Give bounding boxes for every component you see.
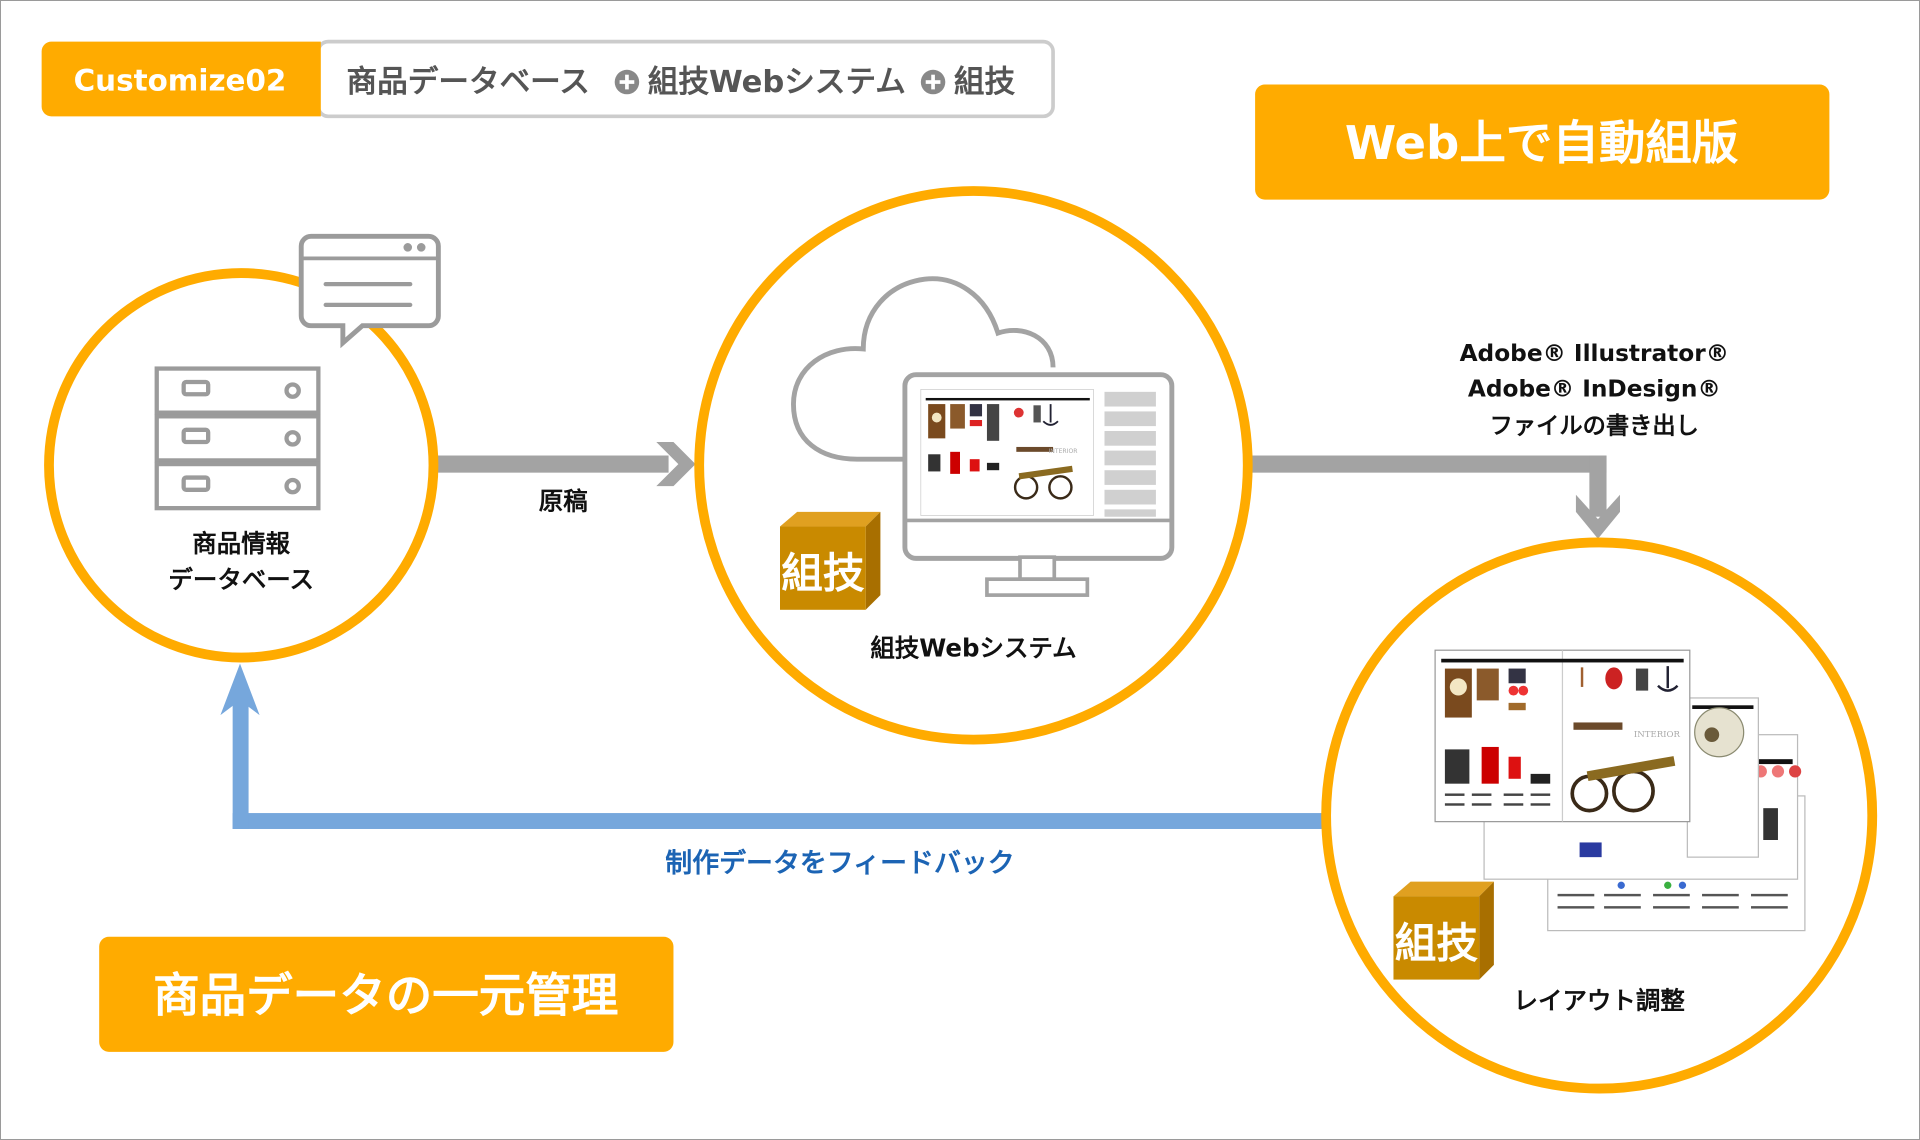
arrow-export xyxy=(1251,455,1620,539)
arrow-manuscript xyxy=(435,442,696,487)
callout-auto-typesetting-text: Web上で自動組版 xyxy=(1345,116,1739,170)
cube-char-2: 技 xyxy=(823,549,865,598)
kumiwaza-cube-logo: 組 技 xyxy=(780,511,881,610)
arrow-feedback xyxy=(220,663,1329,829)
cube-char-1: 組 xyxy=(1395,919,1437,968)
header-item-web-system: 組技Webシステム xyxy=(648,65,906,100)
export-label-file-export: ファイルの書き出し xyxy=(1490,412,1699,439)
export-label-illustrator: Adobe® Illustrator® xyxy=(1460,340,1729,367)
screen-catalog-preview: INTERIOR xyxy=(920,389,1156,517)
header-tag-bg xyxy=(41,41,321,117)
header-bar: Customize02 商品データベース 組技Webシステム 組技 xyxy=(41,39,1055,119)
catalog-pages-icon: INTERIOR xyxy=(1434,649,1806,932)
header-item-kumiwaza: 組技 xyxy=(954,65,1016,100)
callout-centralized-management-text: 商品データの一元管理 xyxy=(153,968,618,1022)
plus-circle-icon xyxy=(920,69,946,95)
cube-char-2: 技 xyxy=(1436,919,1478,968)
plus-circle-icon xyxy=(614,69,640,95)
node-web-system: INTERIOR 組 技 組技Webシステム xyxy=(694,186,1253,745)
node-layout: INTERIOR 組 技 レイアウト調整 xyxy=(1321,537,1878,1094)
arrow-feedback-label: 制作データをフィードバック xyxy=(665,847,1014,879)
node-database-label-1: 商品情報 xyxy=(192,529,290,558)
header-item-database: 商品データベース xyxy=(347,64,590,100)
arrow-manuscript-label: 原稿 xyxy=(539,486,588,515)
export-label-indesign: Adobe® InDesign® xyxy=(1468,376,1721,403)
node-database-label-2: データベース xyxy=(168,565,314,594)
svg-text:INTERIOR: INTERIOR xyxy=(1634,730,1681,740)
screen-section-title: INTERIOR xyxy=(1048,448,1078,455)
header-tag: Customize02 xyxy=(74,64,287,98)
callout-centralized-management: 商品データの一元管理 xyxy=(99,936,674,1052)
node-layout-label: レイアウト調整 xyxy=(1514,986,1686,1015)
server-rack-icon xyxy=(154,366,321,511)
kumiwaza-cube-logo: 組 技 xyxy=(1393,881,1494,980)
browser-window-speech-bubble-icon xyxy=(298,233,441,349)
node-database: 商品情報 データベース xyxy=(44,233,441,663)
callout-auto-typesetting: Web上で自動組版 xyxy=(1255,84,1830,200)
node-web-system-label: 組技Webシステム xyxy=(870,633,1076,662)
cloud-icon xyxy=(791,276,1056,462)
cube-char-1: 組 xyxy=(781,549,823,598)
